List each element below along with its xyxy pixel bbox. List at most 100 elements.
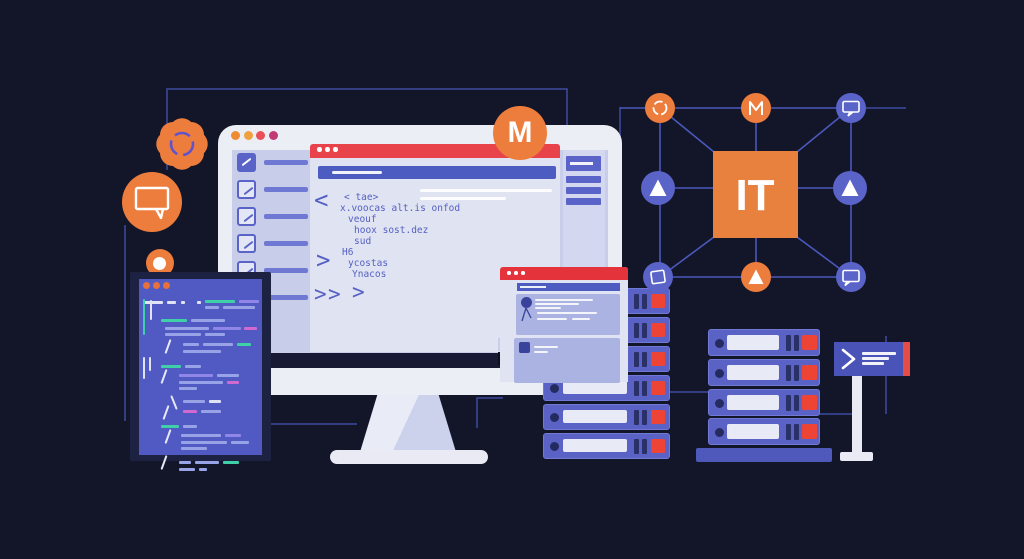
sidebar-item-line: [264, 268, 308, 273]
panel-code-mark: [181, 447, 207, 450]
code-line: veouf: [348, 214, 377, 225]
monitor-dot: [231, 131, 240, 140]
triangle-icon: [841, 179, 859, 196]
arrow-icon: [243, 213, 254, 223]
panel-code-mark: [161, 365, 181, 368]
monitor-dot: [243, 131, 253, 140]
server-status-light: [802, 424, 817, 439]
code-line: ycostas: [348, 258, 389, 269]
it-square[interactable]: [713, 151, 798, 238]
panel-code-mark: [223, 461, 239, 464]
sidebar-tile-icon[interactable]: [237, 207, 256, 226]
panel-code-vbar: [149, 357, 151, 371]
server-vent: [642, 439, 647, 454]
monitor-dot: [268, 131, 278, 140]
terminal-prompt-icon: [841, 348, 856, 370]
panel-code-mark: [185, 365, 201, 368]
chat-node-bottom[interactable]: [836, 262, 866, 292]
gutter-chevron: >: [352, 280, 365, 304]
panel-code-mark: [181, 434, 221, 437]
server-status-light: [651, 294, 665, 308]
server-vent: [642, 381, 647, 396]
small-browser-header: [517, 283, 620, 291]
sign-text-line: [862, 352, 896, 355]
panel-code-mark: [237, 343, 251, 346]
panel-code-mark: [199, 468, 207, 471]
panel-dot: [163, 282, 170, 289]
small-browser-dot: [507, 271, 511, 275]
card-text-line: [534, 351, 548, 353]
m-badge: M: [493, 106, 547, 160]
triangle-node-left[interactable]: [641, 171, 675, 205]
server-slot: [727, 424, 779, 439]
server-unit[interactable]: [708, 359, 820, 386]
server-led: [715, 427, 724, 437]
panel-code-mark: [165, 333, 201, 336]
editor-address-text: [332, 171, 382, 174]
code-line: sud: [354, 236, 372, 247]
sign-pole: [852, 376, 862, 454]
panel-code-mark: [223, 306, 255, 309]
server-vent: [794, 335, 799, 351]
server-unit[interactable]: [708, 389, 820, 416]
server-led: [715, 368, 724, 378]
server-unit[interactable]: [708, 329, 820, 356]
panel-code-mark: [183, 343, 199, 346]
sidebar-tile-icon[interactable]: [237, 234, 256, 253]
panel-code-mark: [161, 319, 187, 322]
chat-node-top[interactable]: [836, 93, 866, 123]
server-vent: [634, 439, 639, 454]
small-browser-header-line: [520, 286, 546, 288]
panel-code-mark: [227, 381, 239, 384]
panel-dot: [153, 282, 160, 289]
gutter-chevron: >: [328, 282, 341, 306]
triangle-node-bottom[interactable]: [741, 262, 771, 292]
sidebar-tile-icon[interactable]: [237, 153, 256, 172]
server-led: [550, 413, 559, 422]
sidebar-tile-icon[interactable]: [237, 180, 256, 199]
panel-code-mark: [201, 410, 221, 413]
triangle-node-right[interactable]: [833, 171, 867, 205]
monitor-dot: [256, 131, 265, 140]
server-led: [715, 398, 724, 408]
panel-code-vbar: [150, 300, 152, 320]
editor-white-line: [420, 189, 552, 192]
panel-code-mark: [183, 425, 197, 428]
server-unit[interactable]: [543, 404, 670, 430]
arrow-icon: [243, 240, 254, 250]
server-unit[interactable]: [543, 433, 670, 459]
chat-icon: [842, 269, 860, 287]
m-node[interactable]: [741, 93, 771, 123]
server-vent: [794, 395, 799, 411]
panel-code-mark: [195, 461, 219, 464]
panel-code-mark: [183, 350, 221, 353]
arrow-icon: [241, 157, 252, 167]
panel-code-mark: [203, 343, 233, 346]
panel-code-mark: [167, 301, 176, 304]
panel-code-mark: [181, 301, 185, 304]
right-panel-header-line: [570, 162, 593, 165]
card-text-line: [535, 303, 579, 305]
code-line: Ynacos: [352, 269, 387, 280]
server-vent: [786, 365, 791, 381]
chat-badge: [122, 172, 182, 232]
m-icon: [749, 101, 763, 115]
browser-card-2[interactable]: [514, 338, 620, 383]
server-vent: [634, 294, 639, 309]
server-vent: [794, 365, 799, 381]
right-panel-bar: [566, 187, 601, 194]
server-vent: [642, 294, 647, 309]
server-status-light: [651, 352, 665, 366]
gear-node[interactable]: [645, 93, 675, 123]
panel-dot: [143, 282, 150, 289]
arrow-icon: [243, 186, 254, 196]
triangle-icon: [748, 269, 764, 284]
server-status-light: [651, 381, 665, 395]
panel-code-vbar: [143, 299, 145, 335]
panel-code-mark: [209, 400, 221, 403]
server-status-light: [802, 365, 817, 380]
right-panel-bar: [566, 198, 601, 205]
server-unit[interactable]: [708, 418, 820, 445]
